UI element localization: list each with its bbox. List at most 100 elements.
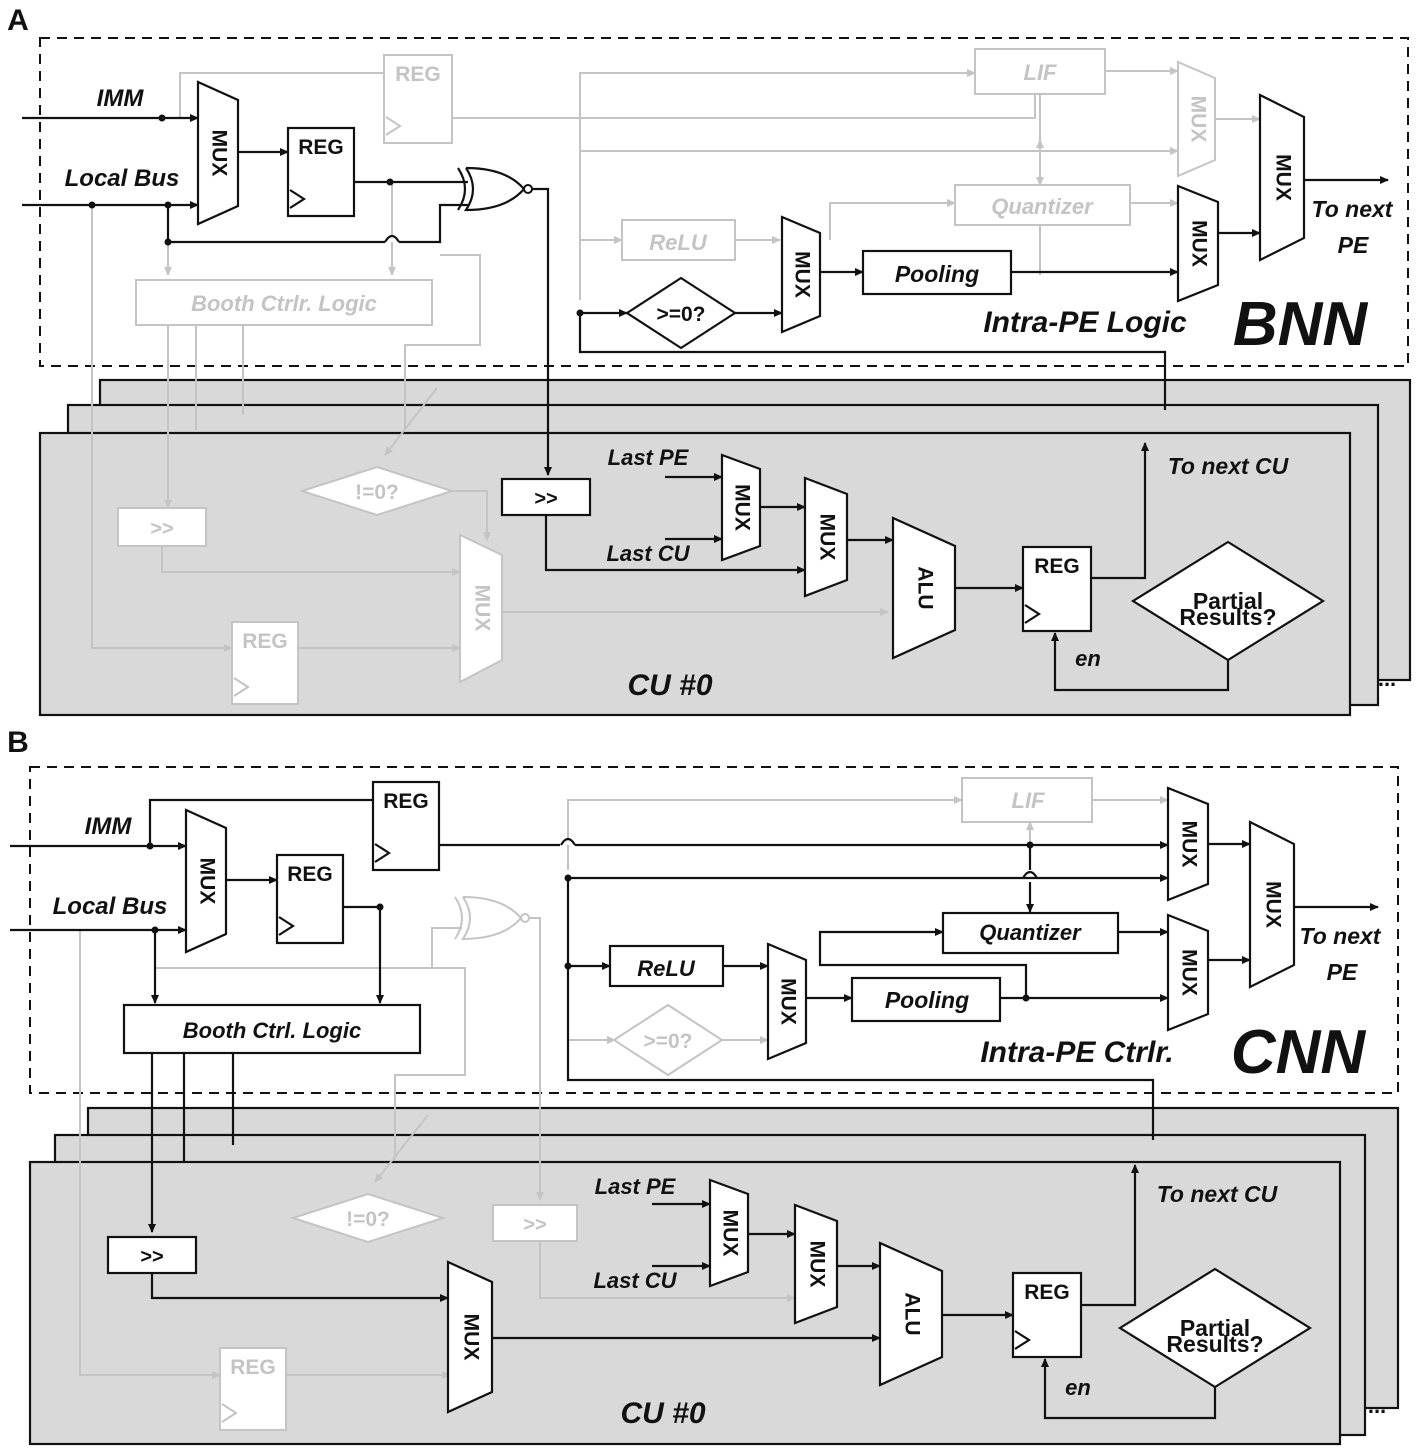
wire-imm-to-reg [179,72,384,118]
nonzero-check-label: !=0? [346,1208,390,1231]
partial-results-check [1117,1267,1313,1389]
alu-block [878,1241,944,1387]
intra-pe-region [29,766,1399,1094]
register-label: REG [242,630,288,653]
imm-label: IMM [85,813,133,840]
to-next-pe-label: To next [1300,923,1382,949]
xnor-gate-icon [454,896,530,941]
cu-label: CU #0 [620,1397,705,1430]
wire-crossing [560,837,576,846]
to-next-cu-label: To next CU [1168,453,1290,479]
mux-block [803,476,849,598]
wire [452,84,1036,119]
to-next-cu-output [1081,1164,1139,1307]
booth-label: Booth Ctrlr. Logic [191,291,377,316]
quantizer-label: Quantizer [979,920,1082,945]
mux-block [184,808,228,954]
relu-label: ReLU [649,230,708,255]
mux-block [1166,786,1210,902]
wire-crossing [384,234,400,243]
mux-block [1258,93,1306,262]
lif-label: LIF [1012,788,1046,813]
mux-label: MUX [1177,949,1200,996]
mux-block [1248,820,1296,989]
clock-triangle-icon [289,189,307,209]
wire [818,928,1028,998]
wire [148,798,373,846]
pooling-block [861,249,1013,296]
mux-block [196,80,240,226]
mux-block [1176,184,1220,303]
mux-label: MUX [195,858,218,905]
clock-triangle-icon [385,116,402,136]
mux-label: MUX [1271,154,1294,201]
shift-block [500,477,592,517]
network-title: CNN [1231,1018,1367,1087]
wire [399,203,468,244]
relu-block [608,944,725,988]
quantizer-label: Quantizer [991,194,1094,219]
wire [539,1241,796,1302]
register-label: REG [287,863,333,886]
enable-wire [1041,1358,1217,1420]
register-imm-bypass [371,780,441,872]
wire [161,546,461,576]
shift-label: >> [523,1214,546,1236]
wire [528,917,544,1201]
wire [544,515,806,574]
junction-dot [88,201,96,209]
shift-label: >> [150,518,173,540]
wire [374,1114,429,1183]
junction-dot [158,114,166,122]
shift-label: >> [534,488,557,510]
panel-letter: A [7,4,29,37]
network-title: BNN [1233,290,1369,359]
shift-label: >> [140,1246,163,1268]
partial-results-label: Results? [1166,1331,1263,1357]
intra-pe-label: Intra-PE Ctrlr. [980,1036,1173,1069]
wire [91,205,233,652]
mux-label: MUX [207,130,230,177]
last-cu-label: Last CU [606,541,690,566]
wire [343,905,384,1004]
mux-label: MUX [1187,220,1210,267]
register-label: REG [383,790,429,813]
junction-dot [164,238,172,246]
lif-label: LIF [1024,60,1058,85]
mux-label: MUX [459,1314,482,1361]
enable-label: en [1065,1375,1091,1400]
to-next-pe-label: PE [1327,959,1358,985]
stack-ellipsis: ... [1378,666,1396,691]
mux-label: MUX [718,1210,741,1257]
mux-block [1166,913,1210,1032]
mux-block [1177,60,1216,178]
booth-label: Booth Ctrl. Logic [183,1018,361,1043]
clock-triangle-icon [233,677,250,697]
relu-label: ReLU [637,956,696,981]
mux-label: MUX [1177,821,1200,868]
wire [150,1273,449,1302]
clock-triangle-icon [1024,604,1042,624]
wire-to-lif [579,69,976,300]
nonzero-check [289,1192,447,1244]
wire-to-lif [567,796,963,870]
local-bus-label: Local Bus [53,893,168,920]
pooling-label: Pooling [885,987,969,1013]
alu-block [891,516,957,660]
mux-label: MUX [805,1241,828,1288]
register-label: REG [230,1356,276,1379]
panel-letter: B [7,726,29,759]
wire-to-quantizer [829,199,956,240]
to-next-cu-label: To next CU [1157,1181,1279,1207]
mux-block [459,533,503,684]
wire [452,490,491,541]
mux-label: MUX [470,585,493,632]
quantizer-block [954,184,1131,226]
junction-dot [376,903,384,911]
partial-results-check-label: Partial [1193,588,1263,614]
last-cu-label: Last CU [593,1268,677,1293]
mux-block [766,942,808,1061]
register-weight [286,126,356,218]
wire [379,927,462,969]
